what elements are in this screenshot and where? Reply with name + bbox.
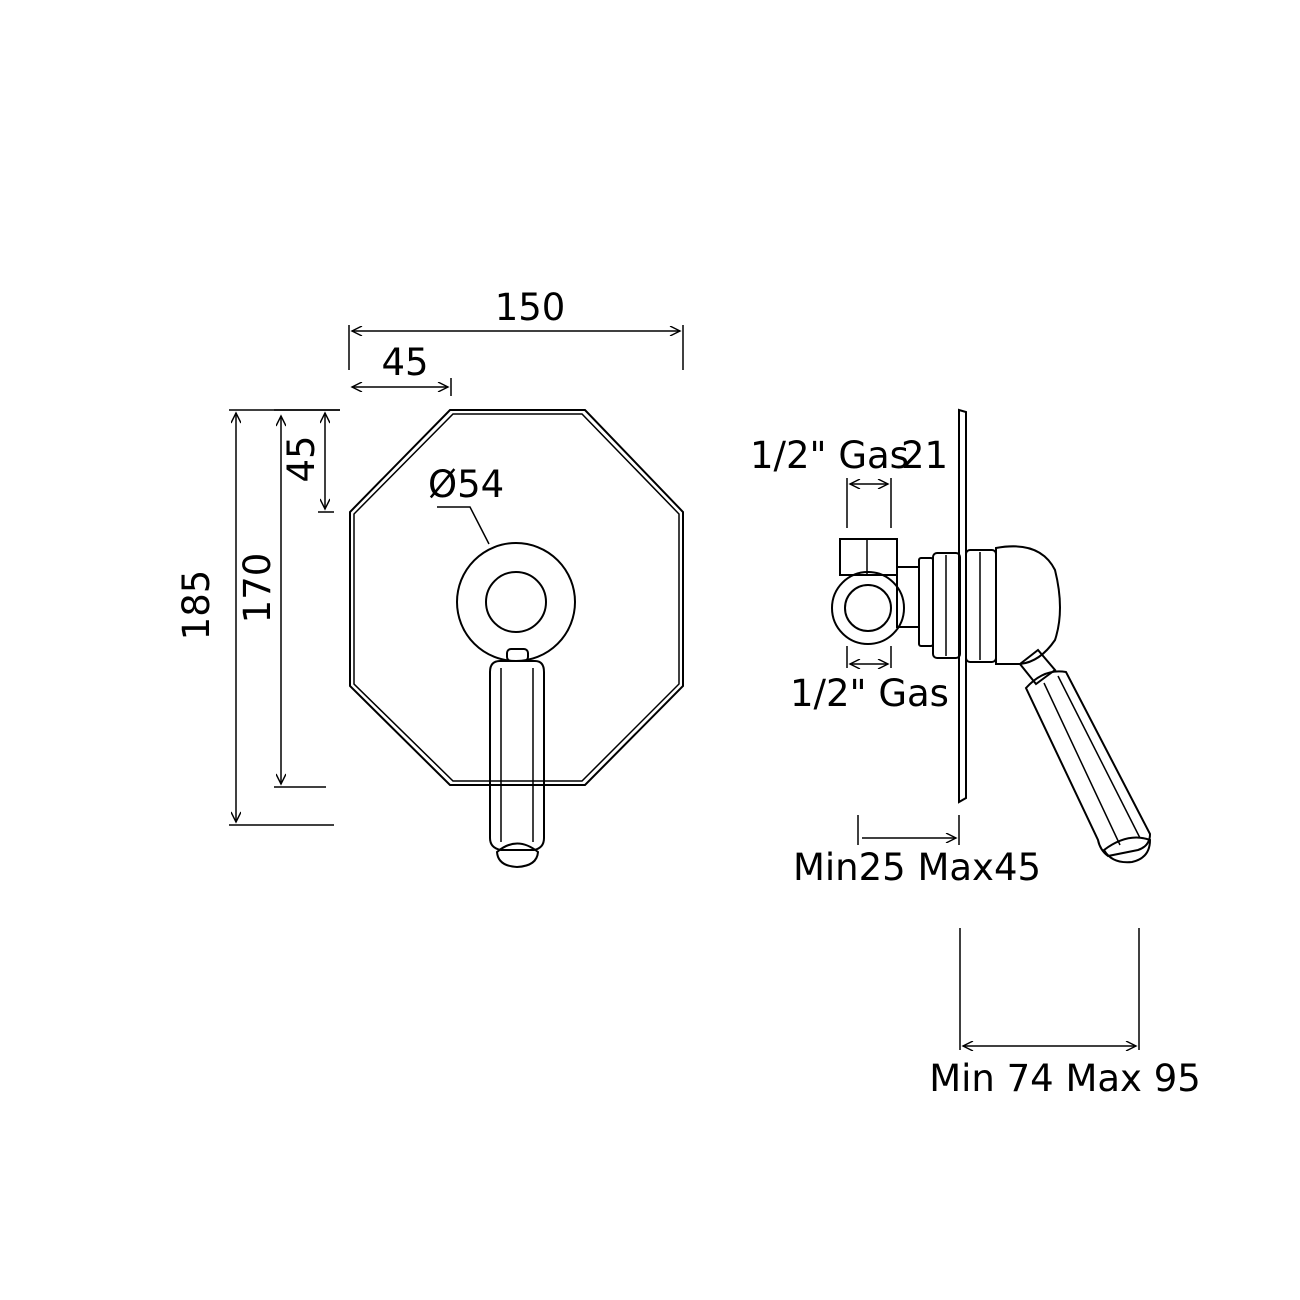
height-outer-label: 185: [175, 570, 218, 641]
dimension-projection: Min 74 Max 95: [929, 928, 1201, 1100]
rosette-inner-ring: [485, 571, 547, 633]
wall-depth-label: Min25 Max45: [793, 846, 1041, 889]
dimension-height-inner: 170: [236, 409, 340, 788]
octagon-plate-outer: [349, 409, 684, 786]
dimension-gas-bottom: 1/2" Gas: [790, 646, 949, 715]
side-view: 1/2" Gas 21 1/2" Gas Min25 Max45 Min 74 …: [750, 408, 1201, 1100]
rosette-outer-ring: [456, 542, 576, 662]
projection-label: Min 74 Max 95: [929, 1057, 1201, 1100]
offset-x-label: 45: [381, 341, 428, 384]
dimension-width: 150: [348, 286, 684, 370]
valve-body: [896, 545, 1061, 665]
dimension-height-outer: 185: [175, 409, 340, 826]
lower-connector: [831, 571, 905, 645]
lever-handle-side: [1018, 648, 1152, 864]
octagon-plate-inner: [353, 413, 680, 782]
gas-top-size-label: 21: [901, 434, 948, 477]
offset-y-label: 45: [280, 435, 323, 482]
width-label: 150: [495, 286, 566, 329]
diameter-leader: [437, 506, 490, 545]
dimension-gas-top: 1/2" Gas 21: [750, 434, 948, 528]
gas-bottom-label: 1/2" Gas: [790, 672, 949, 715]
gas-top-label: 1/2" Gas: [750, 434, 909, 477]
cover-plate-profile: [958, 408, 967, 804]
diameter-label: Ø54: [428, 463, 504, 506]
dimension-offset-y: 45: [280, 413, 334, 513]
upper-connector: [839, 538, 898, 576]
lever-handle-front: [489, 648, 545, 869]
front-view: Ø54 150 45 185 170: [175, 286, 684, 869]
dimension-offset-x: 45: [352, 341, 452, 396]
dimension-wall-depth: Min25 Max45: [793, 815, 1041, 889]
height-inner-label: 170: [236, 553, 279, 624]
